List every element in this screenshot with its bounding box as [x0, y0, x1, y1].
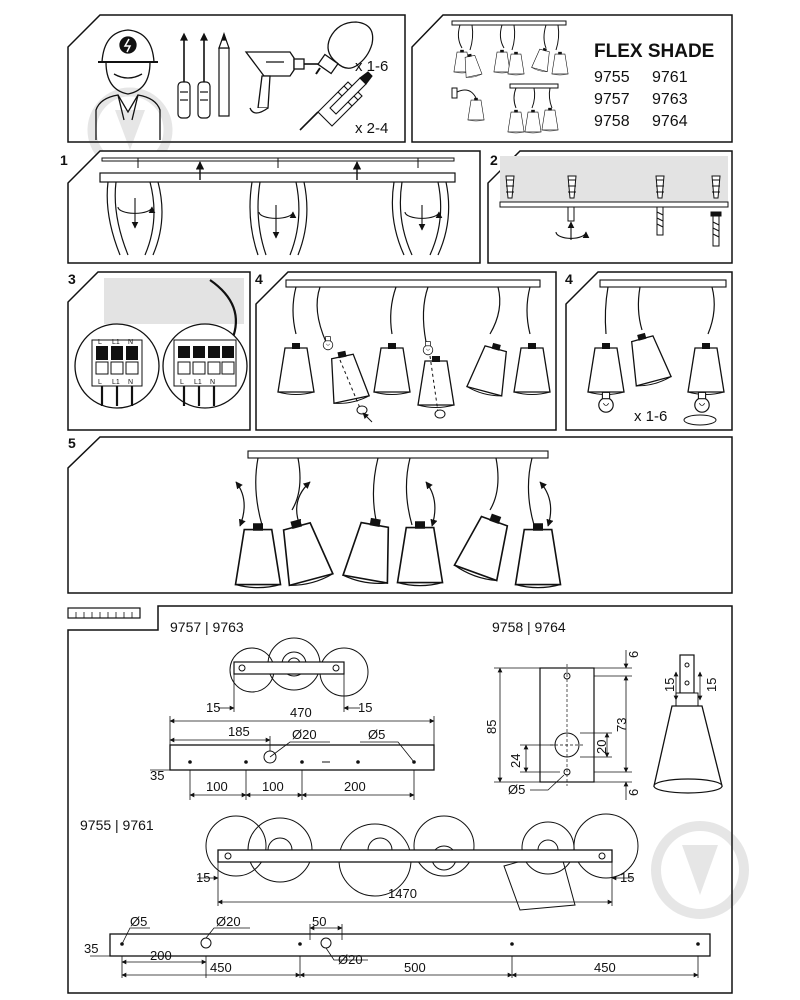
watermark-right — [651, 821, 749, 919]
step-number: 5 — [68, 435, 76, 451]
product-variant-6-spot — [451, 20, 569, 79]
product-name: FLEX SHADE — [594, 41, 714, 62]
dim-hole-h: 20 — [594, 740, 609, 754]
dim-low: 24 — [508, 754, 523, 768]
step-4-shades-panel: 4 — [255, 271, 557, 431]
bulb-quantity: x 1-6 — [634, 408, 667, 425]
dim-spacing: 450 — [594, 960, 616, 975]
wall-lamp-side-view — [653, 654, 723, 794]
drawing-title: 9757 | 9763 — [170, 619, 244, 635]
dim-side-left: 15 — [196, 870, 210, 885]
dim-hole-large: Ø20 — [216, 914, 241, 929]
screwdriver-icon — [197, 32, 211, 119]
svg-text:L1: L1 — [112, 379, 120, 386]
dim-hole-small: Ø5 — [368, 727, 385, 742]
pencil-icon — [218, 32, 230, 117]
scale-ruler — [67, 607, 141, 619]
drill-icon — [244, 51, 318, 114]
dim-overall: 1470 — [388, 886, 417, 901]
drawing-9758-9764: 9758 | 9764 85 6 — [484, 619, 723, 800]
dim-hole-small: Ø5 — [130, 914, 147, 929]
dim-overall: 470 — [290, 705, 312, 720]
screwdriver-icon — [177, 32, 191, 119]
product-code: 9764 — [652, 113, 688, 130]
dim-side-left: 15 — [206, 700, 220, 715]
dim-hole-large: Ø20 — [292, 727, 317, 742]
lightbulb-icon — [315, 21, 374, 75]
dim-spacing: 450 — [210, 960, 232, 975]
step-2-panel: 2 — [487, 150, 733, 264]
dim-width: 50 — [312, 914, 326, 929]
dim-top: 6 — [626, 651, 641, 658]
dimensions-panel: 9757 | 9763 15 15 — [67, 605, 749, 994]
dim-hole-large: Ø20 — [338, 952, 363, 967]
svg-text:L: L — [180, 379, 184, 386]
svg-text:L: L — [98, 379, 102, 386]
product-variant-wall — [451, 87, 485, 122]
tools-panel: x 1-6 x 2-4 — [67, 14, 406, 173]
drawing-title: 9755 | 9761 — [80, 817, 154, 833]
svg-text:L: L — [98, 339, 102, 346]
dim-side-right: 15 — [358, 700, 372, 715]
electrician-icon — [95, 29, 161, 140]
dim-hole: Ø5 — [508, 782, 525, 797]
dim-bottom: 6 — [626, 789, 641, 796]
drawing-9757-9763: 9757 | 9763 15 15 — [150, 619, 435, 800]
dim-height: 85 — [484, 720, 499, 734]
product-code: 9763 — [652, 91, 688, 108]
dim-offset: 185 — [228, 724, 250, 739]
terminal-block-top: L L1 N L L1 N — [74, 323, 160, 409]
product-code: 9757 — [594, 91, 630, 108]
svg-text:N: N — [210, 379, 215, 386]
product-code: 9758 — [594, 113, 630, 130]
dim-side-left: 15 — [662, 678, 677, 692]
dim-edge: 35 — [84, 941, 98, 956]
dowel-quantity: x 2-4 — [355, 120, 388, 137]
dim-spacing: 200 — [344, 779, 366, 794]
step-3-panel: 3 L L1 N L L1 N — [67, 271, 251, 431]
dim-mid: 73 — [614, 718, 629, 732]
product-panel: FLEX SHADE 9755 9761 9757 9763 9758 9764 — [411, 14, 733, 143]
product-code: 9755 — [594, 69, 630, 86]
step-number: 1 — [60, 152, 68, 168]
drawing-title: 9758 | 9764 — [492, 619, 566, 635]
svg-text:N: N — [128, 379, 133, 386]
dim-edge: 35 — [150, 768, 164, 783]
dim-spacing: 200 — [150, 948, 172, 963]
svg-text:L1: L1 — [194, 379, 202, 386]
step-number: 3 — [68, 271, 76, 287]
step-5-panel: 5 — [67, 435, 733, 594]
step-4-bulbs-panel: 4 x 1-6 — [565, 271, 733, 431]
drawing-9755-9761: 9755 | 9761 15 15 1470 — [80, 813, 711, 978]
dim-spacing: 500 — [404, 960, 426, 975]
screw-icon — [329, 71, 373, 115]
step-1-panel: 1 — [60, 150, 481, 264]
svg-text:N: N — [128, 339, 133, 346]
product-code: 9761 — [652, 69, 688, 86]
dim-side-right: 15 — [620, 870, 634, 885]
terminal-block-bottom: L L1 N — [162, 323, 248, 409]
svg-text:L1: L1 — [112, 339, 120, 346]
step-number: 4 — [255, 271, 263, 287]
step-number: 2 — [490, 152, 498, 168]
dim-side-right: 15 — [704, 678, 719, 692]
product-variant-3-spot — [507, 83, 559, 134]
step-number: 4 — [565, 271, 573, 287]
bulb-quantity: x 1-6 — [355, 58, 388, 75]
dim-spacing: 100 — [262, 779, 284, 794]
dim-spacing: 100 — [206, 779, 228, 794]
